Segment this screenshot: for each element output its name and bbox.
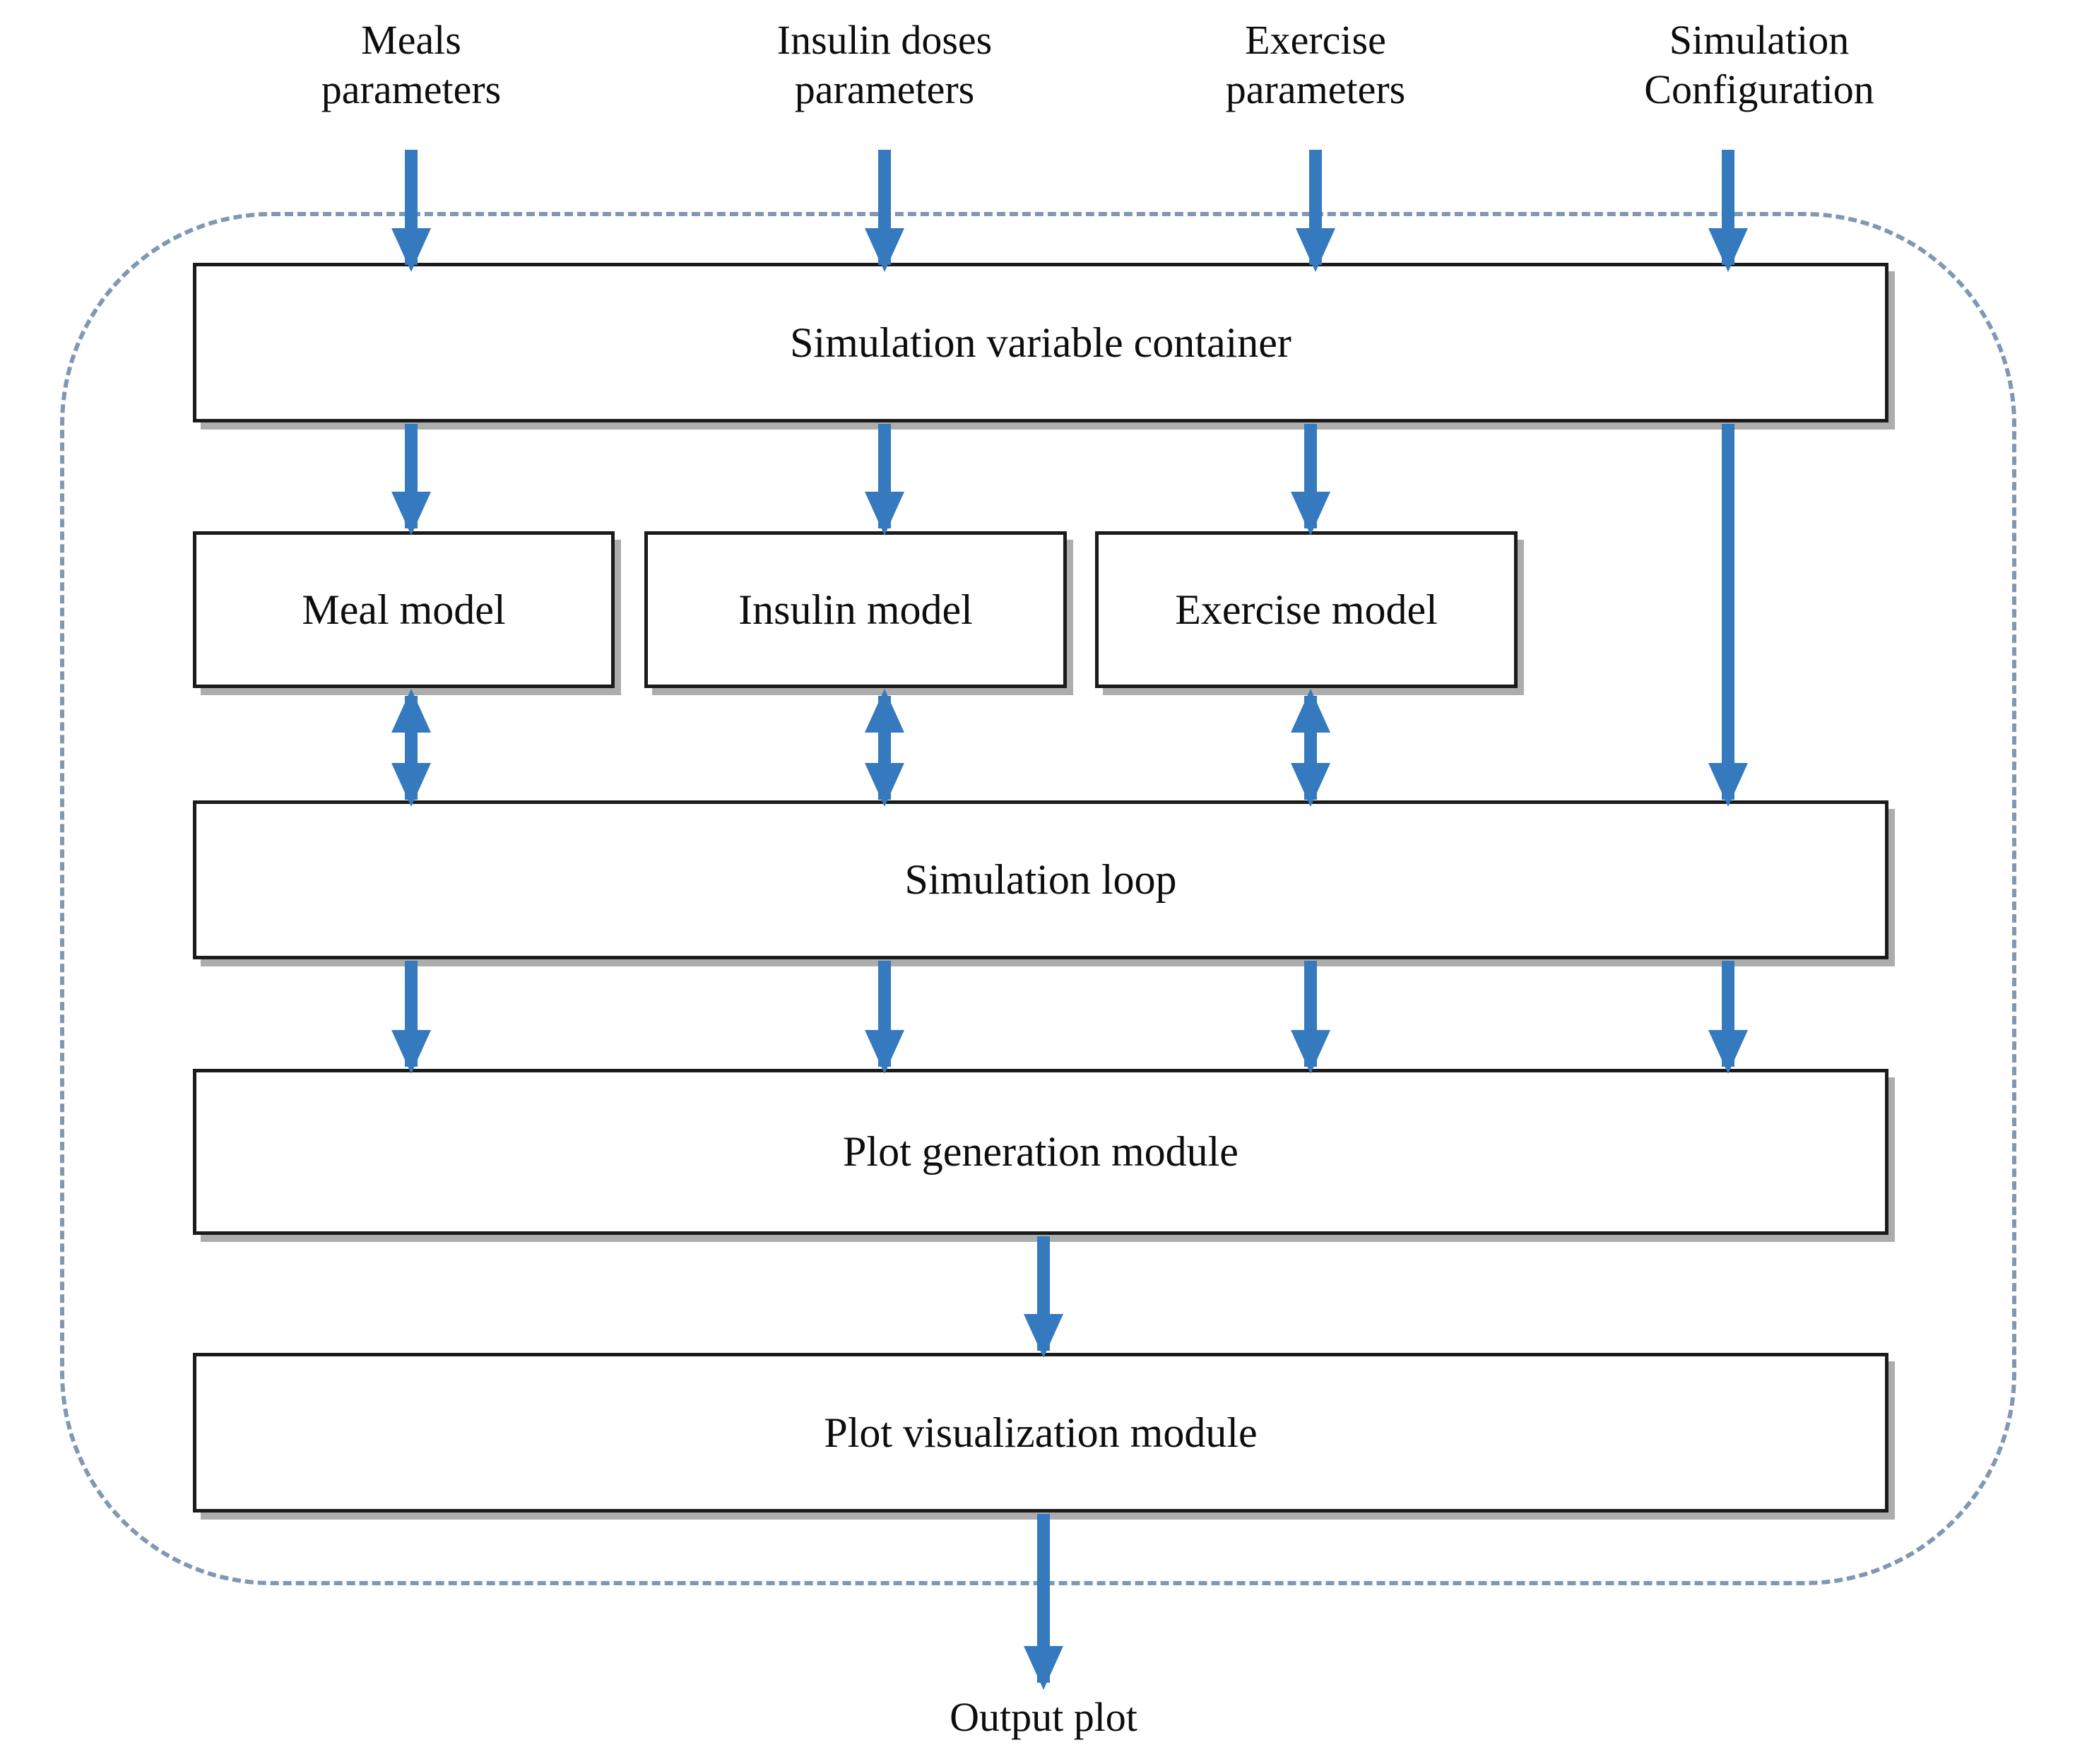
arrow-head-down-icon (391, 763, 431, 807)
input-label-meals-parameters: Meals parameters (321, 16, 501, 114)
arrow-head-down-icon (391, 1030, 431, 1074)
module-exercise-model: Exercise model (1095, 531, 1518, 688)
arrow-exercise-to-container (1296, 150, 1335, 272)
arrow-head-down-icon (391, 228, 431, 272)
module-title: Simulation loop (904, 856, 1177, 903)
arrow-loop-to-plot-generation-4 (1708, 961, 1748, 1074)
arrow-head-down-icon (1024, 1646, 1063, 1690)
arrow-loop-to-plot-generation-3 (1291, 961, 1330, 1074)
input-label-line: Insulin doses (776, 17, 993, 63)
module-simulation-variable-container: Simulation variable container (193, 263, 1888, 422)
arrow-meals-to-container (391, 150, 431, 272)
module-title: Meal model (302, 586, 506, 633)
module-simulation-loop: Simulation loop (193, 800, 1888, 959)
arrow-head-down-icon (1291, 763, 1330, 807)
arrow-head-down-icon (865, 1030, 904, 1074)
arrow-simulation-configuration-to-container (1708, 150, 1748, 272)
arrow-head-down-icon (391, 492, 431, 535)
arrow-loop-to-plot-generation-2 (865, 961, 904, 1074)
arrow-insulin-model-loop-bidirectional (865, 689, 904, 807)
module-insulin-model: Insulin model (644, 531, 1067, 688)
arrow-head-down-icon (1708, 763, 1748, 807)
input-label-line: parameters (794, 66, 975, 112)
arrow-head-up-icon (865, 689, 904, 733)
arrow-head-down-icon (1708, 1030, 1748, 1074)
input-label-line: parameters (1225, 66, 1406, 112)
module-plot-visualization: Plot visualization module (193, 1353, 1888, 1513)
arrow-head-down-icon (1708, 228, 1748, 272)
arrow-container-to-meal-model (391, 424, 431, 535)
arrow-head-down-icon (865, 492, 904, 535)
arrow-loop-to-plot-generation-1 (391, 961, 431, 1074)
arrow-head-down-icon (865, 228, 904, 272)
arrow-exercise-model-loop-bidirectional (1291, 689, 1330, 807)
arrow-head-down-icon (1296, 228, 1335, 272)
arrow-head-down-icon (1291, 1030, 1330, 1074)
module-meal-model: Meal model (193, 531, 615, 688)
input-label-line: Configuration (1644, 66, 1874, 112)
input-label-line: parameters (321, 66, 502, 112)
arrow-head-down-icon (865, 763, 904, 807)
module-title: Plot generation module (843, 1128, 1239, 1175)
output-plot-label: Output plot (950, 1694, 1137, 1740)
arrow-shaft (1722, 424, 1734, 800)
arrow-head-up-icon (1291, 689, 1330, 733)
arrow-plot-visualization-to-output (1024, 1514, 1063, 1690)
module-title: Simulation variable container (790, 319, 1291, 366)
input-label-simulation-configuration: Simulation Configuration (1644, 16, 1874, 114)
arrow-head-down-icon (1024, 1314, 1063, 1358)
module-title: Plot visualization module (824, 1409, 1258, 1456)
arrow-insulin-doses-to-container (865, 150, 904, 272)
arrow-container-to-insulin-model (865, 424, 904, 535)
arrow-plot-generation-to-plot-visualization (1024, 1236, 1063, 1358)
input-label-line: Meals (361, 17, 461, 63)
input-label-exercise-parameters: Exercise parameters (1226, 16, 1405, 114)
input-label-insulin-doses-parameters: Insulin doses parameters (777, 16, 993, 114)
module-plot-generation: Plot generation module (193, 1069, 1888, 1235)
arrow-head-up-icon (391, 689, 431, 733)
arrow-meal-model-loop-bidirectional (391, 689, 431, 807)
arrow-container-to-exercise-model (1291, 424, 1330, 535)
input-label-line: Simulation (1669, 17, 1850, 63)
arrow-container-to-loop (1708, 424, 1748, 807)
arrow-head-down-icon (1291, 492, 1330, 535)
module-title: Exercise model (1175, 586, 1438, 633)
module-title: Insulin model (738, 586, 973, 633)
arrow-shaft (1037, 1514, 1050, 1683)
input-label-line: Exercise (1245, 17, 1386, 63)
